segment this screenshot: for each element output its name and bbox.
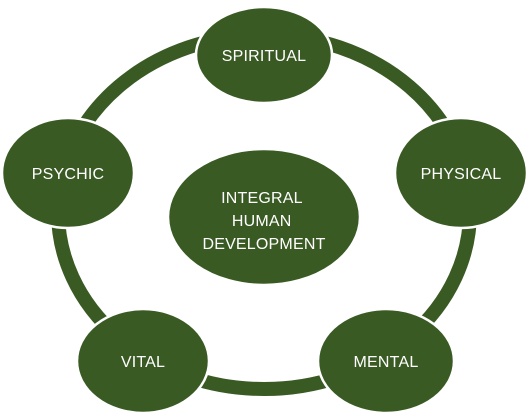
- center-node: INTEGRAL HUMAN DEVELOPMENT: [166, 147, 362, 287]
- node-physical: PHYSICAL: [393, 116, 529, 230]
- node-psychic-circle: [0, 116, 136, 230]
- node-psychic-label: PSYCHIC: [32, 166, 105, 183]
- center-label: INTEGRAL HUMAN DEVELOPMENT: [202, 190, 325, 253]
- node-vital-label: VITAL: [121, 354, 165, 371]
- node-spiritual-circle: [194, 5, 334, 105]
- node-spiritual: SPIRITUAL: [194, 5, 334, 105]
- node-vital-circle: [75, 307, 211, 415]
- center-label-line-2: HUMAN: [232, 213, 292, 230]
- node-psychic: PSYCHIC: [0, 116, 136, 230]
- center-label-line-1: INTEGRAL: [221, 190, 303, 207]
- node-mental: MENTAL: [316, 307, 456, 415]
- center-node-circle: [166, 147, 362, 287]
- node-physical-label: PHYSICAL: [421, 166, 502, 183]
- node-mental-label: MENTAL: [354, 354, 419, 371]
- node-spiritual-label: SPIRITUAL: [222, 48, 307, 65]
- node-physical-circle: [393, 116, 529, 230]
- node-vital: VITAL: [75, 307, 211, 415]
- center-label-line-3: DEVELOPMENT: [202, 236, 325, 253]
- node-mental-circle: [316, 307, 456, 415]
